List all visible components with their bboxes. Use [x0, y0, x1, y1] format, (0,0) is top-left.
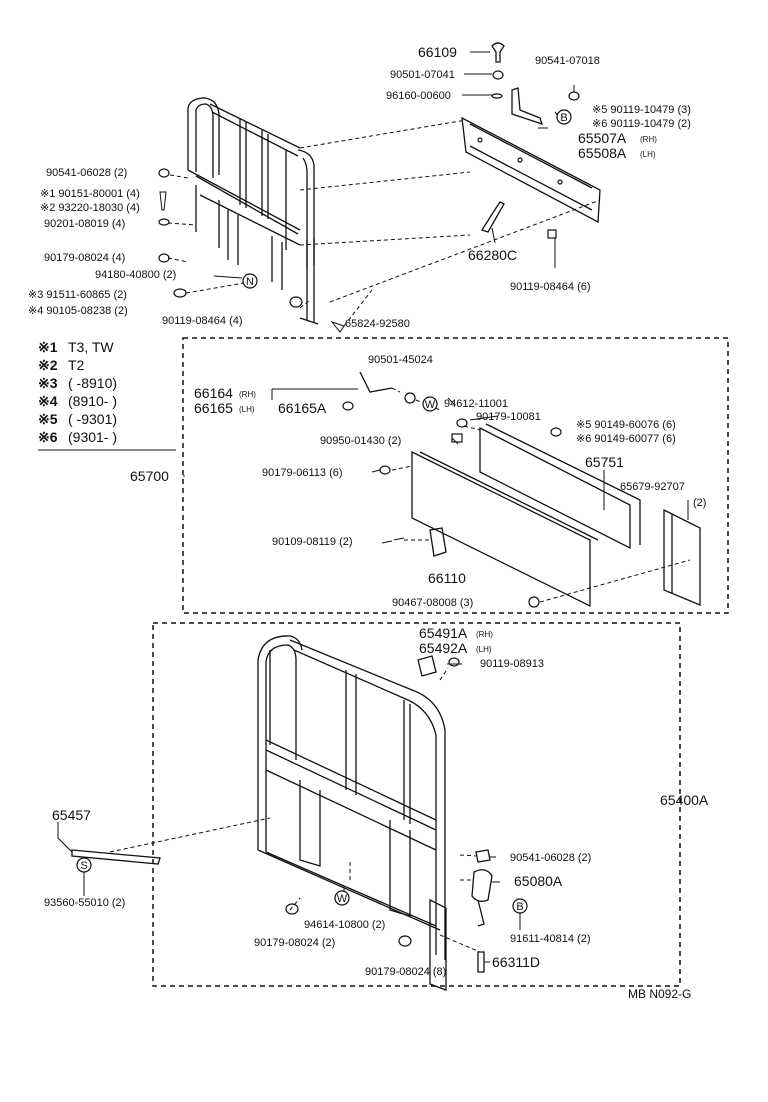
- callout-94612-11001: 94612-11001: [444, 398, 508, 410]
- callout-90109-08119: 90109-08119 (2): [272, 536, 353, 548]
- callout-66164: 66164: [194, 385, 233, 401]
- badge-b-lower: B: [512, 898, 528, 914]
- callout-90541-06028-lower: 90541-06028 (2): [510, 852, 591, 864]
- callout-65679-92707: 65679-92707: [620, 481, 685, 493]
- note-text-4: (8910- ): [68, 393, 117, 409]
- note-text-5: ( -9301): [68, 411, 117, 427]
- guard-frame-assembly-frame: [152, 622, 681, 987]
- callout-65507A: 65507A: [578, 130, 627, 146]
- callout-66164-side: (RH): [239, 390, 256, 399]
- callout-65491A: 65491A: [419, 625, 468, 641]
- callout-90467-08008: 90467-08008 (3): [392, 597, 473, 609]
- guard-frame-assembly: [57, 635, 682, 991]
- callout-66109: 66109: [418, 44, 457, 60]
- callout-65508A-side: (LH): [640, 150, 656, 159]
- note-text-6: (9301- ): [68, 429, 117, 445]
- callout-90950-01430: 90950-01430 (2): [320, 435, 401, 447]
- note-mark-3: ※3: [38, 375, 58, 391]
- callout-66165-side: (LH): [239, 405, 255, 414]
- callout-91511-60865: ※3 91511-60865 (2): [28, 289, 127, 301]
- note-text-2: T2: [68, 357, 85, 373]
- callout-65400A: 65400A: [660, 792, 709, 808]
- callout-90179-10081: 90179-10081: [476, 411, 541, 423]
- callout-65080A: 65080A: [514, 873, 563, 889]
- callout-93220-18030: ※2 93220-18030 (4): [40, 202, 140, 214]
- callout-90179-08024-8: 90179-08024 (8): [365, 966, 446, 978]
- callout-96160-00600: 96160-00600: [386, 90, 451, 102]
- callout-65679-92707-qty: (2): [693, 497, 706, 509]
- callout-90149-60077: ※6 90149-60077 (6): [576, 433, 676, 445]
- svg-text:B: B: [516, 901, 523, 913]
- note-mark-6: ※6: [38, 429, 58, 445]
- callout-90179-06113: 90179-06113 (6): [262, 467, 343, 479]
- callout-90179-08024-4: 90179-08024 (4): [44, 252, 125, 264]
- callout-90105-08238: ※4 90105-08238 (2): [28, 305, 128, 317]
- note-mark-5: ※5: [38, 411, 58, 427]
- callout-65751: 65751: [585, 454, 624, 470]
- svg-text:B: B: [560, 112, 567, 124]
- note-mark-2: ※2: [38, 357, 58, 373]
- callout-94180-40800: 94180-40800 (2): [95, 269, 176, 281]
- note-text-1: T3, TW: [68, 339, 114, 355]
- badge-w-upper: W: [422, 396, 438, 412]
- note-mark-1: ※1: [38, 339, 58, 355]
- svg-text:S: S: [80, 860, 87, 872]
- callout-90119-10479-2: ※6 90119-10479 (2): [592, 118, 691, 130]
- callout-65457: 65457: [52, 807, 91, 823]
- callout-90201-08019: 90201-08019 (4): [44, 218, 125, 230]
- badge-b-upper: B: [556, 109, 572, 125]
- callout-65508A: 65508A: [578, 145, 627, 161]
- svg-text:W: W: [425, 399, 436, 411]
- callout-90119-08464-4: 90119-08464 (4): [162, 315, 243, 327]
- upper-assembly: [158, 42, 601, 333]
- callout-66110: 66110: [428, 570, 466, 586]
- callout-90119-08913: 90119-08913: [480, 658, 544, 670]
- gate-assembly: [183, 371, 701, 608]
- callout-65824-92580: 65824-92580: [345, 318, 410, 330]
- drawing-code: MB N092-G: [628, 987, 691, 1001]
- callout-65700: 65700: [130, 468, 169, 484]
- callout-66165: 66165: [194, 400, 233, 416]
- callout-90501-45024: 90501-45024: [368, 354, 433, 366]
- badge-w-lower: W: [334, 890, 350, 906]
- badge-n: N: [242, 273, 258, 289]
- callout-90541-07018: 90541-07018: [535, 55, 600, 67]
- note-mark-4: ※4: [38, 393, 58, 409]
- callout-90501-07041: 90501-07041: [390, 69, 455, 81]
- callout-90179-08024-2: 90179-08024 (2): [254, 937, 335, 949]
- callout-93560-55010: 93560-55010 (2): [44, 897, 125, 909]
- note-text-3: ( -8910): [68, 375, 117, 391]
- callout-90149-60076: ※5 90149-60076 (6): [576, 419, 676, 431]
- badge-s: S: [76, 857, 92, 873]
- callout-65492A-side: (LH): [476, 645, 492, 654]
- callout-65492A: 65492A: [419, 640, 468, 656]
- callout-66311D: 66311D: [492, 954, 540, 970]
- callout-90541-06028: 90541-06028 (2): [46, 167, 127, 179]
- callout-65507A-side: (RH): [640, 135, 657, 144]
- callout-91611-40814: 91611-40814 (2): [510, 933, 591, 945]
- svg-text:W: W: [337, 893, 348, 905]
- callout-90119-08464-6: 90119-08464 (6): [510, 281, 591, 293]
- notes-table: ※1 T3, TW ※2 T2 ※3 ( -8910) ※4 (8910- ) …: [38, 339, 176, 451]
- callout-94614-10800: 94614-10800 (2): [304, 919, 385, 931]
- gate-assembly-frame: [182, 337, 729, 614]
- callout-65491A-side: (RH): [476, 630, 493, 639]
- callout-90151-80001: ※1 90151-80001 (4): [40, 188, 140, 200]
- callout-90119-10479-3: ※5 90119-10479 (3): [592, 104, 691, 116]
- callout-66165A: 66165A: [278, 400, 327, 416]
- svg-text:N: N: [246, 276, 254, 288]
- callout-66280C: 66280C: [468, 247, 517, 263]
